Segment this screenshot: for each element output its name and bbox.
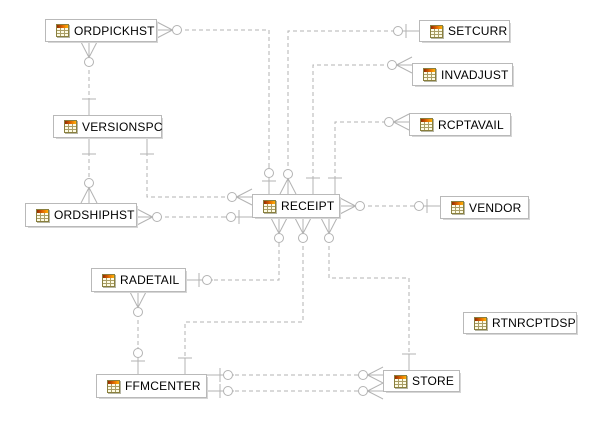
entity-label: VERSIONSPC xyxy=(82,119,163,134)
entity-label: SETCURR xyxy=(448,24,508,38)
entity-invadjust[interactable]: INVADJUST xyxy=(412,63,513,86)
entity-label: INVADJUST xyxy=(441,67,509,82)
table-icon xyxy=(64,120,77,133)
entity-receipt[interactable]: RECEIPT xyxy=(252,194,340,218)
relationship-receipt-ffmcenter[interactable] xyxy=(178,217,312,374)
table-icon xyxy=(420,118,433,131)
table-icon xyxy=(102,273,115,287)
relationship-receipt-setcurr[interactable] xyxy=(279,24,419,195)
table-icon xyxy=(451,201,464,214)
relationship-radetail-receipt[interactable] xyxy=(186,217,288,287)
entity-rtnrcptdsp[interactable]: RTNRCPTDSP xyxy=(463,312,577,334)
relationship-radetail-ffmcenter[interactable] xyxy=(129,291,147,374)
table-icon xyxy=(423,68,436,81)
entity-versionspc[interactable]: VERSIONSPC xyxy=(53,115,162,138)
entity-radetail[interactable]: RADETAIL xyxy=(91,268,186,292)
relationship-receipt-rcptavail[interactable] xyxy=(328,113,410,194)
relationship-versionspc-receipt[interactable] xyxy=(140,138,253,206)
entity-label: VENDOR xyxy=(469,200,522,215)
entity-label: FFMCENTER xyxy=(125,379,201,393)
relationship-ffmcenter-store[interactable] xyxy=(207,366,384,384)
entity-ffmcenter[interactable]: FFMCENTER xyxy=(96,374,207,398)
entity-label: STORE xyxy=(412,374,455,388)
table-icon xyxy=(394,374,407,388)
entity-store[interactable]: STORE xyxy=(383,370,460,392)
entity-label: ORDSHIPHST xyxy=(54,208,135,222)
relationship-ordpickhst-receipt[interactable] xyxy=(156,21,276,194)
table-icon xyxy=(36,208,49,222)
table-icon xyxy=(263,199,276,213)
relationship-ffmcenter-store[interactable] xyxy=(207,382,384,400)
entity-ordpickhst[interactable]: ORDPICKHST xyxy=(45,19,157,42)
entity-ordshiphst[interactable]: ORDSHIPHST xyxy=(25,203,137,227)
relationship-versionspc-ordshiphst[interactable] xyxy=(80,138,98,204)
entity-label: RADETAIL xyxy=(120,273,180,287)
relationship-receipt-store[interactable] xyxy=(320,217,416,370)
table-icon xyxy=(56,24,69,37)
entity-vendor[interactable]: VENDOR xyxy=(440,196,529,219)
table-icon xyxy=(474,316,487,330)
entity-label: RECEIPT xyxy=(281,199,335,213)
entity-rcptavail[interactable]: RCPTAVAIL xyxy=(409,113,511,136)
entity-label: RTNRCPTDSP xyxy=(492,316,576,330)
entity-setcurr[interactable]: SETCURR xyxy=(419,20,510,42)
relationship-ordshiphst-receipt[interactable] xyxy=(136,208,252,226)
entity-label: RCPTAVAIL xyxy=(438,117,504,132)
table-icon xyxy=(430,24,443,38)
table-icon xyxy=(107,379,120,393)
relationship-ordpickhst-versionspc[interactable] xyxy=(80,41,98,115)
entity-label: ORDPICKHST xyxy=(74,23,155,38)
relationship-receipt-invadjust[interactable] xyxy=(306,56,413,194)
relationship-receipt-vendor[interactable] xyxy=(339,197,440,215)
